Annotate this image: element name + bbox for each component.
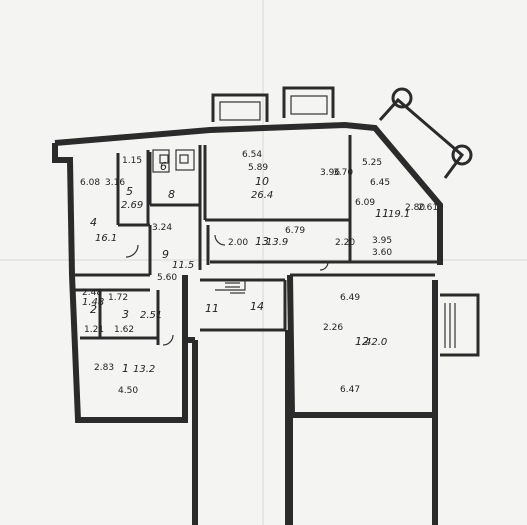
- exterior-walls: [52, 121, 443, 525]
- dim-2-80: 2.80: [405, 203, 425, 213]
- dim-6-54: 6.54: [242, 150, 262, 160]
- dim-4-50: 4.50: [118, 386, 138, 396]
- dim-2-00: 2.00: [228, 238, 248, 248]
- door-arcs: [125, 234, 329, 346]
- room-2-number: 2: [90, 303, 97, 316]
- dim-3-60: 3.60: [372, 248, 392, 258]
- dim-3-96: 3.96: [320, 168, 340, 178]
- side-balcony: [440, 293, 480, 357]
- room-13-area: 13.9: [266, 237, 288, 248]
- dim-1-62: 1.62: [114, 325, 134, 335]
- room-4-number: 4: [90, 216, 97, 229]
- dim-3-24: 3.24: [152, 223, 172, 233]
- room-8-number: 8: [168, 188, 175, 201]
- dim-1-15: 1.15: [122, 156, 142, 166]
- dim-6-79: 6.79: [285, 226, 305, 236]
- dim-1-21: 1.21: [84, 325, 104, 335]
- room-6-number: 6: [160, 160, 167, 173]
- room-13-number: 13: [255, 235, 269, 248]
- dim-2-48: 2.48: [82, 288, 102, 298]
- room-9-area: 11.5: [172, 260, 194, 271]
- room-12-area: 42.0: [365, 337, 387, 348]
- room-11-number: 11: [375, 207, 389, 220]
- dim-3-16: 3.16: [105, 178, 125, 188]
- room-2-area: 1.48: [82, 297, 104, 308]
- stairs: [215, 280, 246, 294]
- room-12-number: 12: [355, 335, 369, 348]
- dim-6-49: 6.49: [340, 293, 360, 303]
- dim-3-70: 3.70: [333, 168, 353, 178]
- dim-6-08: 6.08: [80, 178, 100, 188]
- room-1-area: 13.2: [133, 364, 155, 375]
- dim-2-61: 2.61: [418, 203, 438, 213]
- room-3-area: 2.51: [140, 310, 162, 321]
- room-10-area: 26.4: [251, 190, 273, 201]
- room-9-number: 9: [162, 248, 169, 261]
- dim-6-45: 6.45: [370, 178, 390, 188]
- room-11-small-number: 11: [205, 302, 219, 315]
- dim-2-83: 2.83: [94, 363, 114, 373]
- dim-6-47: 6.47: [340, 385, 360, 395]
- dim-5-60: 5.60: [157, 273, 177, 283]
- room-3-number: 3: [122, 308, 129, 321]
- dim-2-26: 2.26: [323, 323, 343, 333]
- room-10-number: 10: [255, 175, 269, 188]
- dim-5-25: 5.25: [362, 158, 382, 168]
- room-1-number: 1: [122, 362, 129, 375]
- dim-1-72: 1.72: [108, 293, 128, 303]
- room-5-number: 5: [126, 185, 133, 198]
- dim-2-20: 2.20: [335, 238, 355, 248]
- dim-6-09: 6.09: [355, 198, 375, 208]
- room-5-area: 2.69: [121, 200, 143, 211]
- room-14-number: 14: [250, 300, 264, 313]
- bathroom-fixtures: [152, 149, 195, 173]
- corner-balcony: [378, 87, 473, 179]
- balcony-top: [211, 86, 335, 122]
- interior-walls: [72, 135, 440, 345]
- dim-3-95: 3.95: [372, 236, 392, 246]
- room-11-area: 19.1: [388, 209, 410, 220]
- dim-5-89: 5.89: [248, 163, 268, 173]
- room-4-area: 16.1: [95, 233, 117, 244]
